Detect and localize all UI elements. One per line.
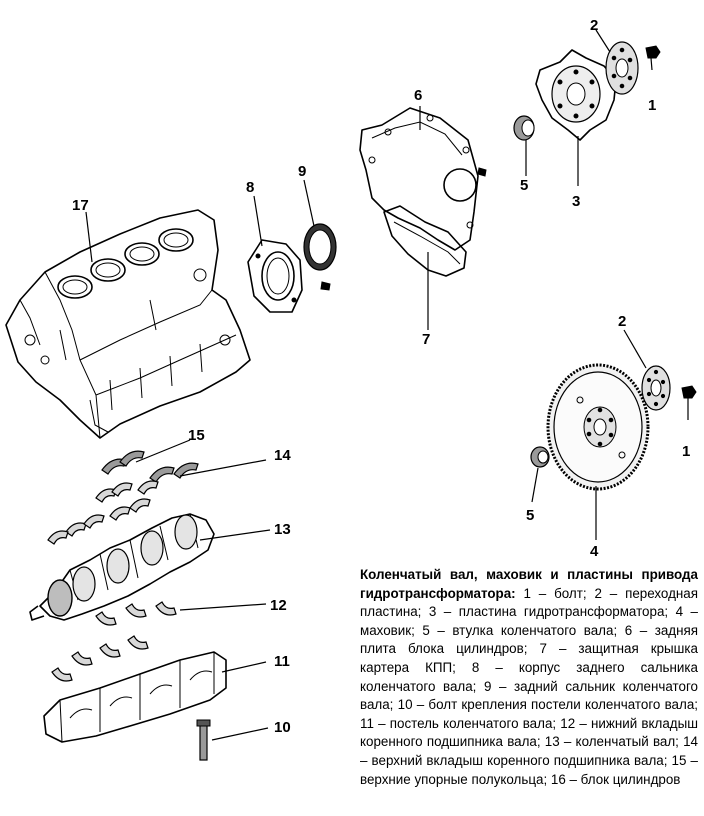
leader-lines — [85, 29, 647, 741]
cylinder-block — [5, 209, 251, 439]
bolt-top — [645, 45, 661, 71]
label-13: 13 — [274, 521, 291, 538]
caption-text: 1 – болт; 2 – переходная пластина; 3 – п… — [360, 585, 698, 787]
label-2-top: 2 — [590, 17, 598, 34]
label-1-lower: 1 — [682, 443, 690, 460]
rear-plate — [359, 107, 487, 251]
label-4: 4 — [590, 543, 599, 560]
label-8: 8 — [246, 179, 254, 196]
lower-bearing-shells — [51, 601, 177, 682]
label-7: 7 — [422, 331, 430, 348]
label-10: 10 — [274, 719, 291, 736]
label-6: 6 — [414, 87, 422, 104]
label-9: 9 — [298, 163, 306, 180]
rear-oil-seal — [303, 223, 337, 291]
label-2-lower: 2 — [618, 313, 626, 330]
flywheel — [546, 363, 650, 491]
converter-plate — [535, 49, 617, 141]
figure-caption: Коленчатый вал, маховик и пластины приво… — [360, 566, 698, 789]
crankshaft — [29, 513, 215, 621]
label-17: 17 — [72, 197, 89, 214]
adapter-plate-lower — [641, 365, 671, 411]
label-1-top: 1 — [648, 97, 656, 114]
bushing-lower — [530, 446, 550, 468]
label-5-lower: 5 — [526, 507, 534, 524]
upper-bearing-shells — [47, 498, 151, 545]
label-14: 14 — [274, 447, 291, 464]
bolt-lower — [681, 385, 697, 420]
rear-seal-housing — [247, 239, 303, 313]
label-11: 11 — [274, 653, 290, 670]
bushing-top — [513, 115, 535, 141]
adapter-plate-top — [605, 41, 639, 95]
label-12: 12 — [270, 597, 287, 614]
transmission-cover — [383, 205, 467, 277]
label-15: 15 — [188, 427, 205, 444]
callout-labels: 1 2 3 5 6 9 8 17 7 2 1 5 4 15 14 13 12 1… — [72, 17, 690, 736]
thrust-rings — [95, 450, 199, 503]
bearing-cap-bolt — [196, 719, 211, 761]
caption-title: Коленчатый вал, маховик и пластины приво… — [360, 567, 698, 601]
label-5-top: 5 — [520, 177, 528, 194]
bearing-ladder — [43, 651, 227, 743]
label-3: 3 — [572, 193, 580, 210]
